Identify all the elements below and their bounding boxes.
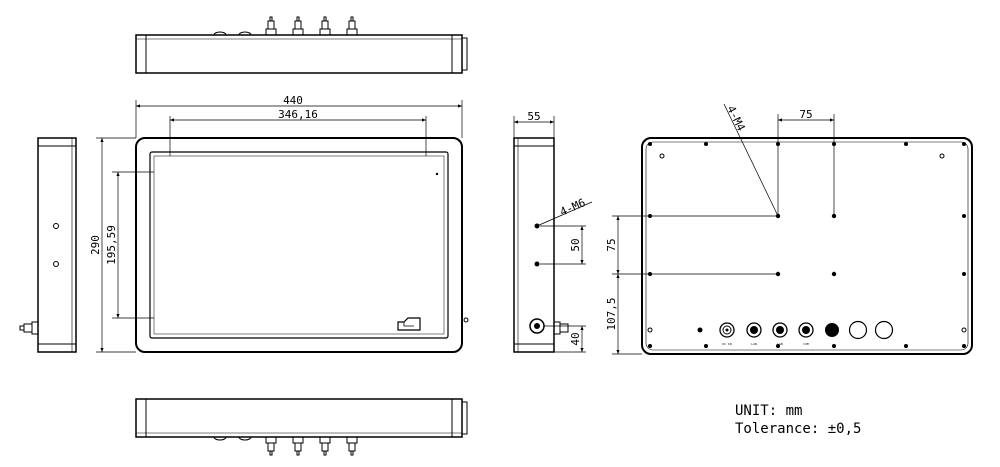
dim-screen-width: 346,16 [278,108,318,121]
dim-side-hole-spacing: 50 [569,238,582,251]
left-side-connector [19,321,38,335]
dim-rear-bottom-offset: 107,5 [605,297,618,330]
com-label: COM [803,342,809,346]
unit-note: UNIT: mm [735,403,802,419]
dc-in-label: DC IN [722,342,731,346]
bottom-connectors [213,436,358,456]
tolerance-note: Tolerance: ±0,5 [735,421,861,437]
lan-connector-1: LAN [746,322,762,346]
left-side-view [19,137,77,353]
callout-rear-screws: 4-M4 [724,104,747,134]
dim-width: 440 [283,94,303,107]
dim-depth: 55 [527,110,540,123]
rear-vesa-holes [775,213,837,277]
dc-in-connector: DC IN [719,322,735,346]
front-view: 440 346,16 290 195,59 [89,94,469,353]
callout-side-screws: 4-M6 [558,196,587,219]
dim-screen-height: 195,59 [105,225,118,265]
logo-icon [397,317,421,331]
right-side-view: 55 4-M6 50 40 [513,110,593,353]
bottom-view [135,398,468,456]
rear-perimeter-screws [647,142,967,348]
top-connectors [213,16,358,36]
dim-vesa-vertical: 75 [605,238,618,251]
rear-connectors: DC IN LAN LAN COM [697,320,894,346]
rear-view: 75 4-M4 75 107,5 DC IN LAN [605,104,973,355]
dim-height: 290 [89,235,102,255]
com-connector: COM [798,322,814,346]
top-view [135,16,468,74]
notes: UNIT: mm Tolerance: ±0,5 [735,403,861,437]
dim-side-bottom-offset: 40 [569,332,582,345]
blank-port-1 [848,320,868,340]
lan-1-label: LAN [751,342,757,346]
connector-5 [825,323,839,337]
lan-connector-2: LAN [772,322,788,346]
lan-2-label: LAN [777,342,783,346]
right-side-connector [529,318,569,335]
blank-port-2 [874,320,894,340]
dim-vesa-horizontal: 75 [799,108,812,121]
